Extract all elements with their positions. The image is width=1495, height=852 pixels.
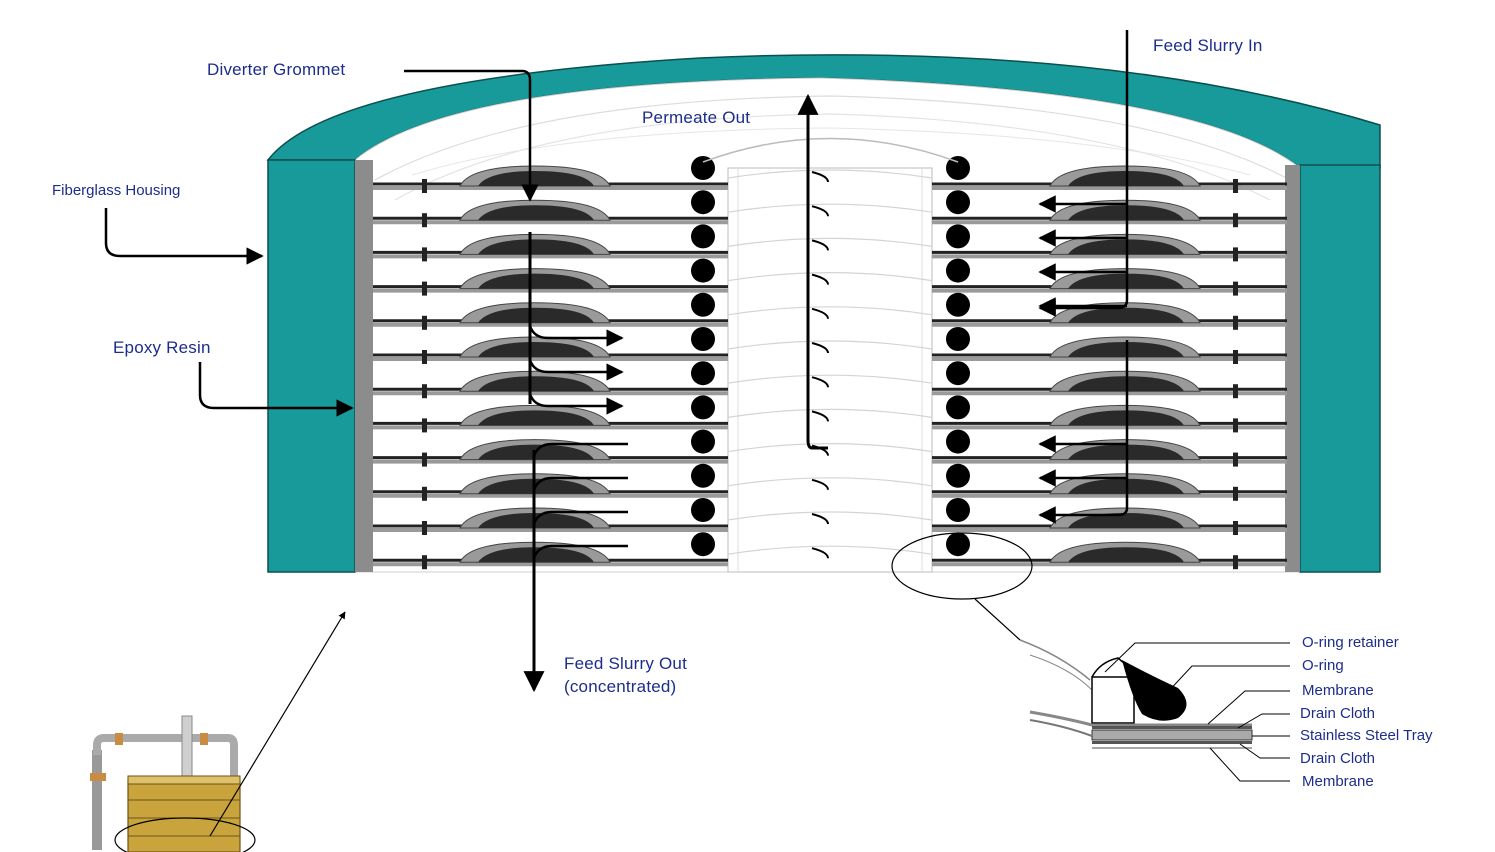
housing-right-wall: [1299, 164, 1381, 573]
label-epoxy-resin: Epoxy Resin: [113, 338, 211, 357]
label-feed-slurry-in: Feed Slurry In: [1153, 36, 1263, 55]
detail-label-oring: O-ring: [1302, 657, 1344, 674]
epoxy-resin-right: [1285, 165, 1300, 572]
feed-flow-right: [1038, 195, 1129, 524]
detail-label-membrane-bottom: Membrane: [1302, 773, 1374, 790]
permeate-top-arc: [702, 137, 959, 163]
feed-in-main-line: [1038, 30, 1129, 317]
permeate-channel: [727, 167, 933, 573]
label-diverter-grommet: Diverter Grommet: [207, 60, 346, 79]
housing-left-wall: [267, 159, 356, 573]
detail-label-oring-retainer: O-ring retainer: [1302, 634, 1399, 651]
seal-detail-inset: [1019, 639, 1290, 782]
detail-callout-circle: [891, 532, 1033, 600]
label-fiberglass-housing: Fiberglass Housing: [52, 182, 181, 199]
label-permeate-out: Permeate Out: [642, 108, 751, 127]
housing-pointer: [104, 208, 264, 265]
detail-label-membrane-top: Membrane: [1302, 682, 1374, 699]
epoxy-resin-left: [355, 160, 373, 572]
label-feed-slurry-out: Feed Slurry Out: [564, 654, 687, 673]
permeate-flow: [797, 93, 829, 559]
oring-shape: [1122, 660, 1187, 721]
detail-label-stainless-steel-tray: Stainless Steel Tray: [1300, 727, 1433, 744]
filter-press-system-thumbnail: [90, 611, 346, 852]
epoxy-pointer: [198, 362, 354, 417]
detail-label-drain-cloth-bottom: Drain Cloth: [1300, 750, 1376, 767]
diverter-pointer: [404, 69, 539, 202]
label-feed-slurry-out-concentrated: (concentrated): [564, 677, 677, 696]
detail-label-drain-cloth-top: Drain Cloth: [1300, 705, 1376, 722]
